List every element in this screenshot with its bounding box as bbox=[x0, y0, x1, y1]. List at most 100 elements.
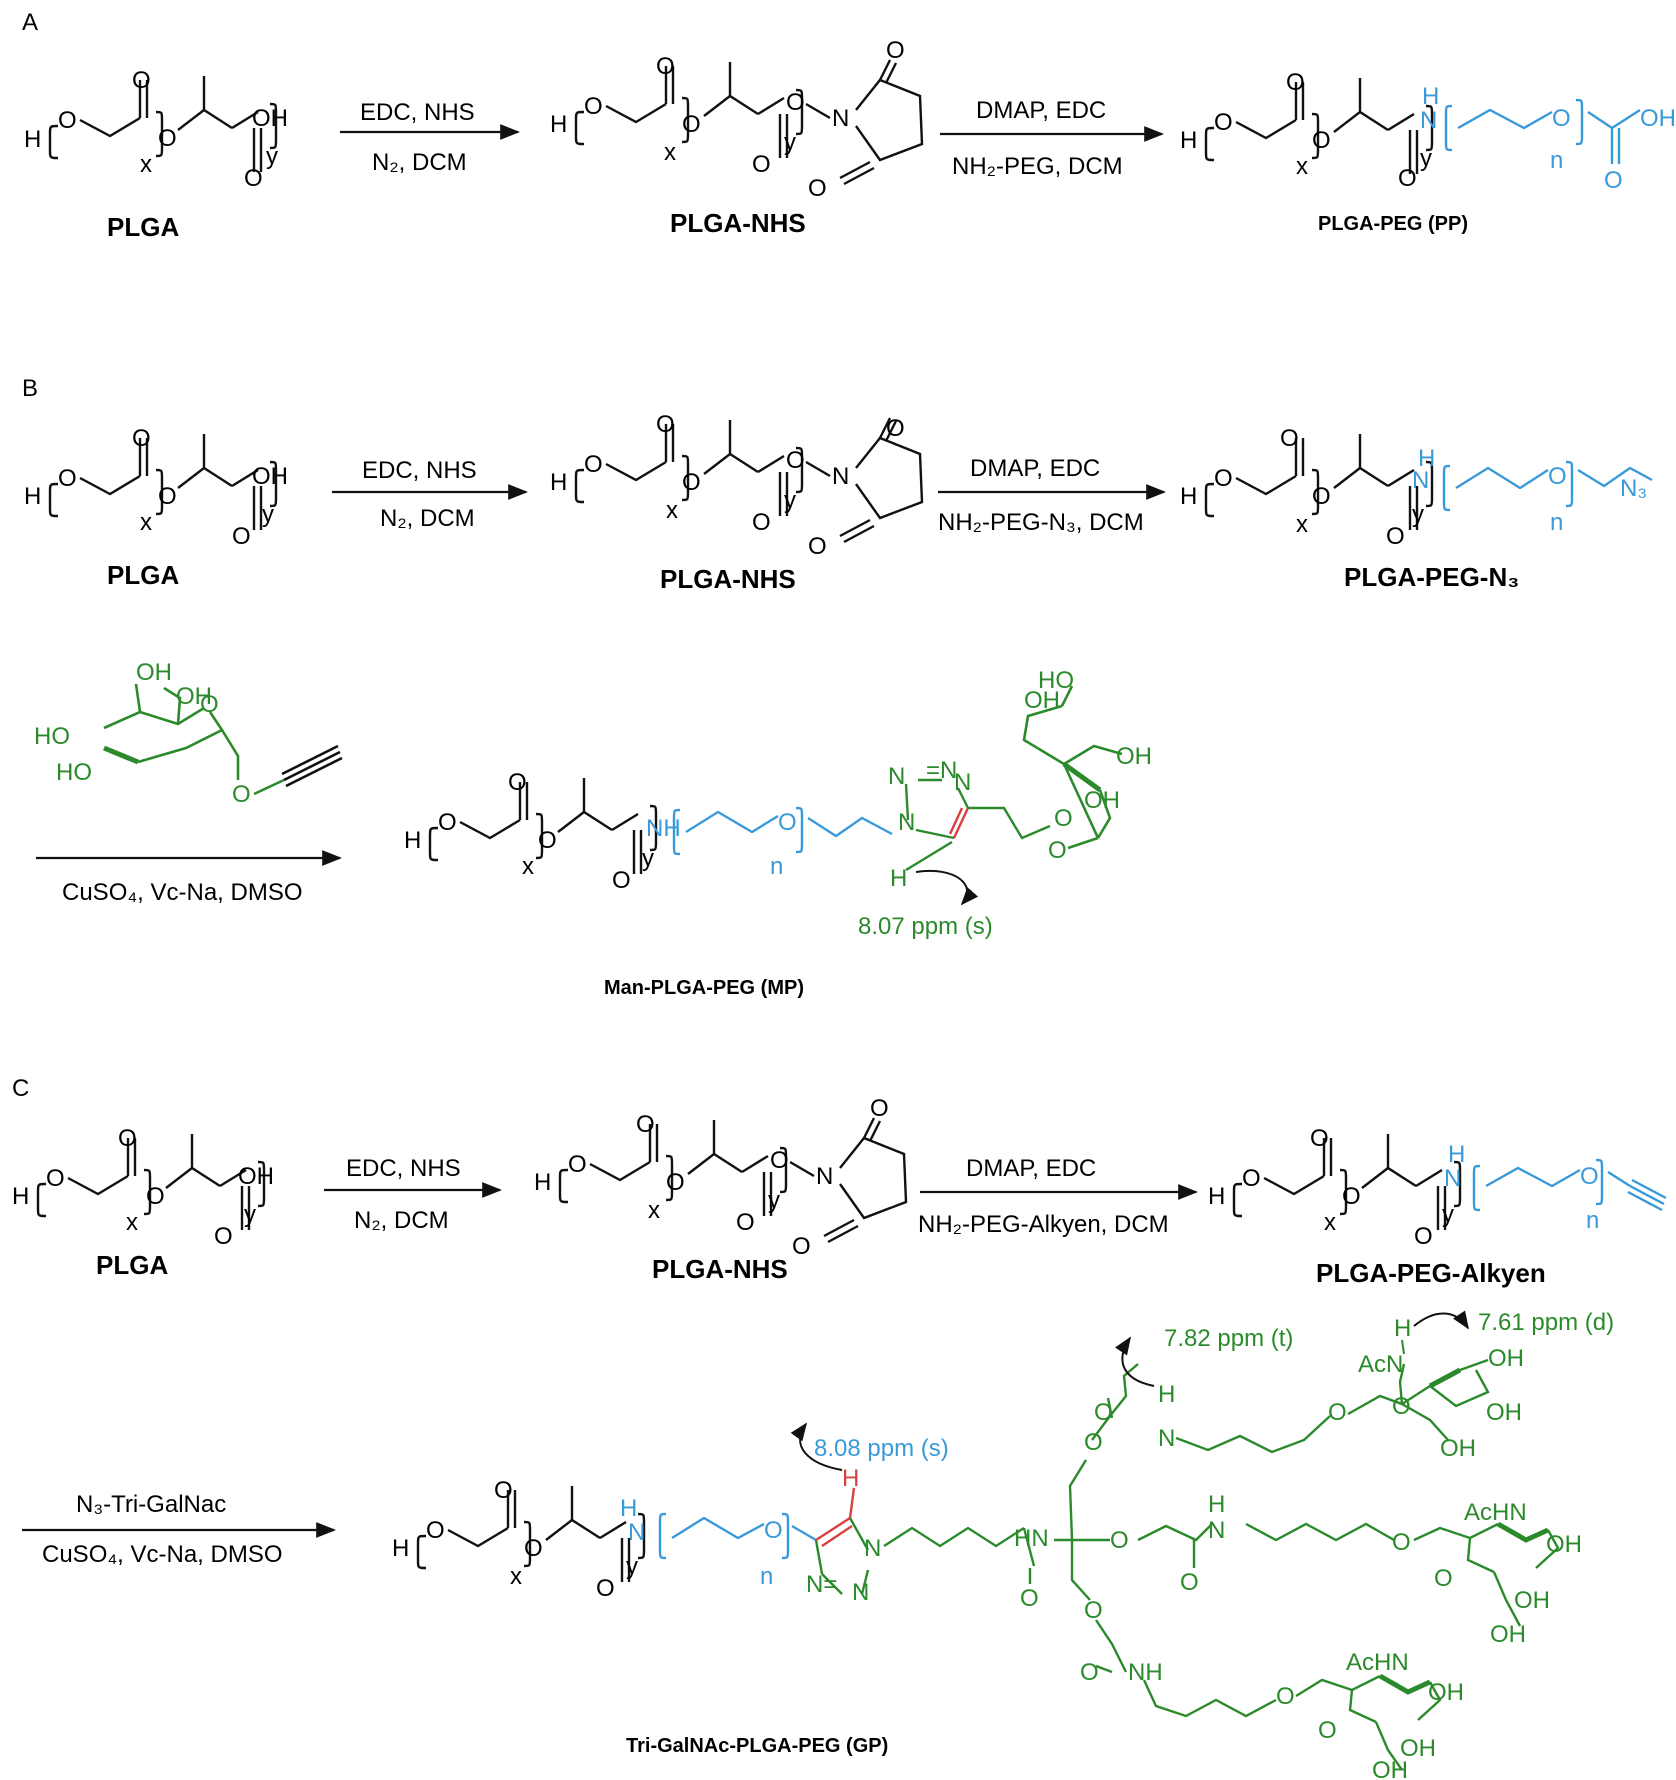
atom-o: O bbox=[46, 1165, 65, 1192]
conditions-label: CuSO₄, Vc-Na, DMSO bbox=[42, 1541, 283, 1568]
atom-o-ether: O bbox=[764, 1517, 783, 1544]
atom-o: O bbox=[1214, 465, 1233, 492]
atom-oh: OH bbox=[1490, 1621, 1526, 1648]
atom-n-triazole: N= bbox=[806, 1571, 837, 1598]
plga-structure-c: H O O O x O y OH PLGA bbox=[12, 1125, 274, 1280]
atom-o-ring: O bbox=[1318, 1717, 1337, 1744]
subscript-x: x bbox=[140, 151, 152, 178]
atom-h-amide: H bbox=[1448, 1141, 1465, 1168]
atom-nh-amide: NH bbox=[1128, 1659, 1163, 1686]
reagents-label: DMAP, EDC bbox=[970, 455, 1100, 482]
atom-o-glycosidic: O bbox=[1048, 837, 1067, 864]
reagents-label: DMAP, EDC bbox=[976, 97, 1106, 124]
atom-o-glycosidic: O bbox=[1328, 1399, 1347, 1426]
atom-n-amide: N bbox=[1444, 1165, 1461, 1192]
atom-o-ether: O bbox=[778, 809, 797, 836]
nmr-shift-amide: 7.82 ppm (t) bbox=[1164, 1325, 1293, 1352]
conditions-label: N₂, DCM bbox=[372, 149, 467, 176]
atom-h: H bbox=[1180, 127, 1197, 154]
atom-n-triazole: N bbox=[954, 769, 971, 796]
plga-nhs-structure-a: H O O O x O y O N O O PLGA-NHS bbox=[550, 37, 924, 238]
atom-oh: OH bbox=[1486, 1399, 1522, 1426]
atom-o-imide: O bbox=[886, 415, 905, 442]
atom-h: H bbox=[1180, 483, 1197, 510]
panel-b: B H O O O x O y OH PLGA EDC, NHS N₂, DCM… bbox=[22, 375, 1653, 999]
atom-o-carbonyl: O bbox=[656, 411, 675, 438]
atom-o-imide: O bbox=[886, 37, 905, 64]
atom-o-carbonyl: O bbox=[736, 1209, 755, 1236]
subscript-y: y bbox=[642, 845, 654, 872]
atom-ho: HO bbox=[34, 723, 70, 750]
subscript-y: y bbox=[244, 1201, 256, 1228]
atom-o-ring: O bbox=[1054, 805, 1073, 832]
atom-o-carbonyl: O bbox=[494, 1477, 513, 1504]
subscript-n: n bbox=[770, 853, 783, 880]
atom-o-carbonyl: O bbox=[752, 151, 771, 178]
atom-oh: OH bbox=[1400, 1735, 1436, 1762]
atom-oh: OH bbox=[1440, 1435, 1476, 1462]
nmr-shift-triazole: 8.07 ppm (s) bbox=[858, 913, 993, 940]
subscript-y: y bbox=[626, 1553, 638, 1580]
atom-h: H bbox=[24, 483, 41, 510]
compound-name: PLGA-NHS bbox=[652, 1254, 788, 1284]
atom-o-carbonyl: O bbox=[752, 509, 771, 536]
atom-o-ether: O bbox=[1580, 1163, 1599, 1190]
reagents-label: EDC, NHS bbox=[360, 99, 475, 126]
subscript-x: x bbox=[140, 509, 152, 536]
atom-oh: OH bbox=[238, 1163, 274, 1190]
nmr-shift-nhac: 7.61 ppm (d) bbox=[1478, 1309, 1614, 1336]
atom-n-amide: N bbox=[1158, 1425, 1175, 1452]
atom-h-triazole: H bbox=[890, 865, 907, 892]
subscript-x: x bbox=[664, 139, 676, 166]
atom-o-ester: O bbox=[786, 447, 805, 474]
atom-o: O bbox=[1214, 109, 1233, 136]
shift-arrow bbox=[1413, 1310, 1469, 1330]
atom-o-carbonyl: O bbox=[1310, 1125, 1329, 1152]
atom-o: O bbox=[538, 827, 557, 854]
atom-o-carbonyl: O bbox=[656, 53, 675, 80]
atom-h: H bbox=[12, 1183, 29, 1210]
atom-o: O bbox=[158, 483, 177, 510]
conditions-label: N₂, DCM bbox=[380, 505, 475, 532]
atom-o: O bbox=[58, 107, 77, 134]
atom-n-amide: N bbox=[1412, 467, 1429, 494]
subscript-y: y bbox=[1412, 501, 1424, 528]
plga-peg-alkyne-structure: H O O O x O y H N O n PLGA-PEG-Alkyen bbox=[1208, 1125, 1667, 1288]
atom-o: O bbox=[584, 93, 603, 120]
atom-o-imide: O bbox=[808, 175, 827, 202]
azide-group: N₃ bbox=[1620, 475, 1647, 502]
atom-n-triazole: N bbox=[898, 809, 915, 836]
subscript-y: y bbox=[784, 487, 796, 514]
atom-o-carbonyl: O bbox=[1386, 523, 1405, 550]
atom-oh: OH bbox=[1372, 1757, 1408, 1780]
atom-o: O bbox=[58, 465, 77, 492]
atom-h: H bbox=[404, 827, 421, 854]
atom-o-carbonyl: O bbox=[132, 67, 151, 94]
compound-name: PLGA-NHS bbox=[660, 564, 796, 594]
atom-o-carbonyl: O bbox=[612, 867, 631, 894]
atom-o-imide: O bbox=[870, 1095, 889, 1122]
atom-oh: OH bbox=[1546, 1531, 1582, 1558]
atom-o-ether: O bbox=[1548, 463, 1567, 490]
mannose-alkyne-reagent: OH OH O HO HO O bbox=[34, 659, 343, 808]
atom-o-carbonyl: O bbox=[232, 523, 251, 550]
atom-o: O bbox=[682, 469, 701, 496]
atom-o: O bbox=[584, 451, 603, 478]
subscript-x: x bbox=[126, 1209, 138, 1236]
subscript-x: x bbox=[666, 497, 678, 524]
atom-o-glycosidic: O bbox=[1276, 1683, 1295, 1710]
atom-o-carbonyl: O bbox=[508, 769, 527, 796]
panel-a: A H O O O x O y OH PLGA EDC, NHS N₂, DCM… bbox=[22, 9, 1676, 242]
atom-n-triazole: N bbox=[888, 763, 905, 790]
atom-oh: OH bbox=[1116, 743, 1152, 770]
atom-oh: OH bbox=[1024, 687, 1060, 714]
subscript-y: y bbox=[262, 501, 274, 528]
panel-letter-c: C bbox=[12, 1075, 29, 1102]
subscript-x: x bbox=[1296, 511, 1308, 538]
plga-peg-n3-structure: H O O O x O y H N O n N₃ PLGA-PEG-N₃ bbox=[1180, 425, 1653, 592]
atom-o-imide: O bbox=[792, 1233, 811, 1260]
atom-o-amide: O bbox=[1080, 1659, 1099, 1686]
atom-n-triazole: N bbox=[852, 1579, 869, 1606]
atom-oh: OH bbox=[1514, 1587, 1550, 1614]
